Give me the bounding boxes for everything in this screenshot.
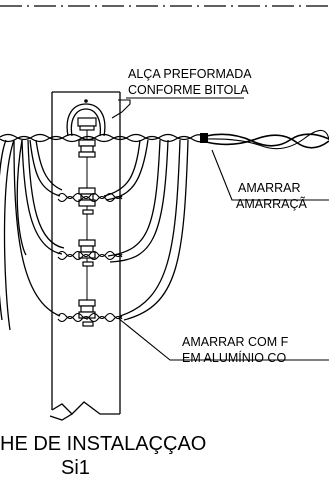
- tie-wraps: [57, 192, 123, 323]
- label-amarrar-line2: AMARRAÇÃ: [236, 197, 308, 211]
- hanging-wires: [0, 139, 189, 331]
- insulator-bottom: [78, 299, 96, 327]
- drawing-title-line2: Si1: [61, 457, 90, 479]
- label-alca-line1: ALÇA PREFORMADA: [128, 67, 252, 81]
- leader-amarrar: [211, 149, 329, 201]
- label-alca-line2: CONFORME BITOLA: [128, 83, 249, 97]
- leader-alca: [111, 99, 131, 119]
- main-conductor: [0, 129, 329, 150]
- label-aluminio-line2: EM ALUMÍNIO CO: [182, 350, 286, 365]
- leader-aluminio: [117, 317, 329, 361]
- drawing-title-line1: HE DE INSTALAÇÇAO: [0, 433, 206, 455]
- pole-hole: [84, 99, 88, 103]
- leader-lines: [111, 99, 329, 361]
- label-amarrar-line1: AMARRAR: [238, 181, 301, 195]
- label-aluminio-line1: AMARRAR COM F: [182, 335, 289, 349]
- insulator-top: [77, 117, 97, 320]
- preformed-loop: [66, 103, 106, 137]
- conductor-clamp: [200, 133, 208, 143]
